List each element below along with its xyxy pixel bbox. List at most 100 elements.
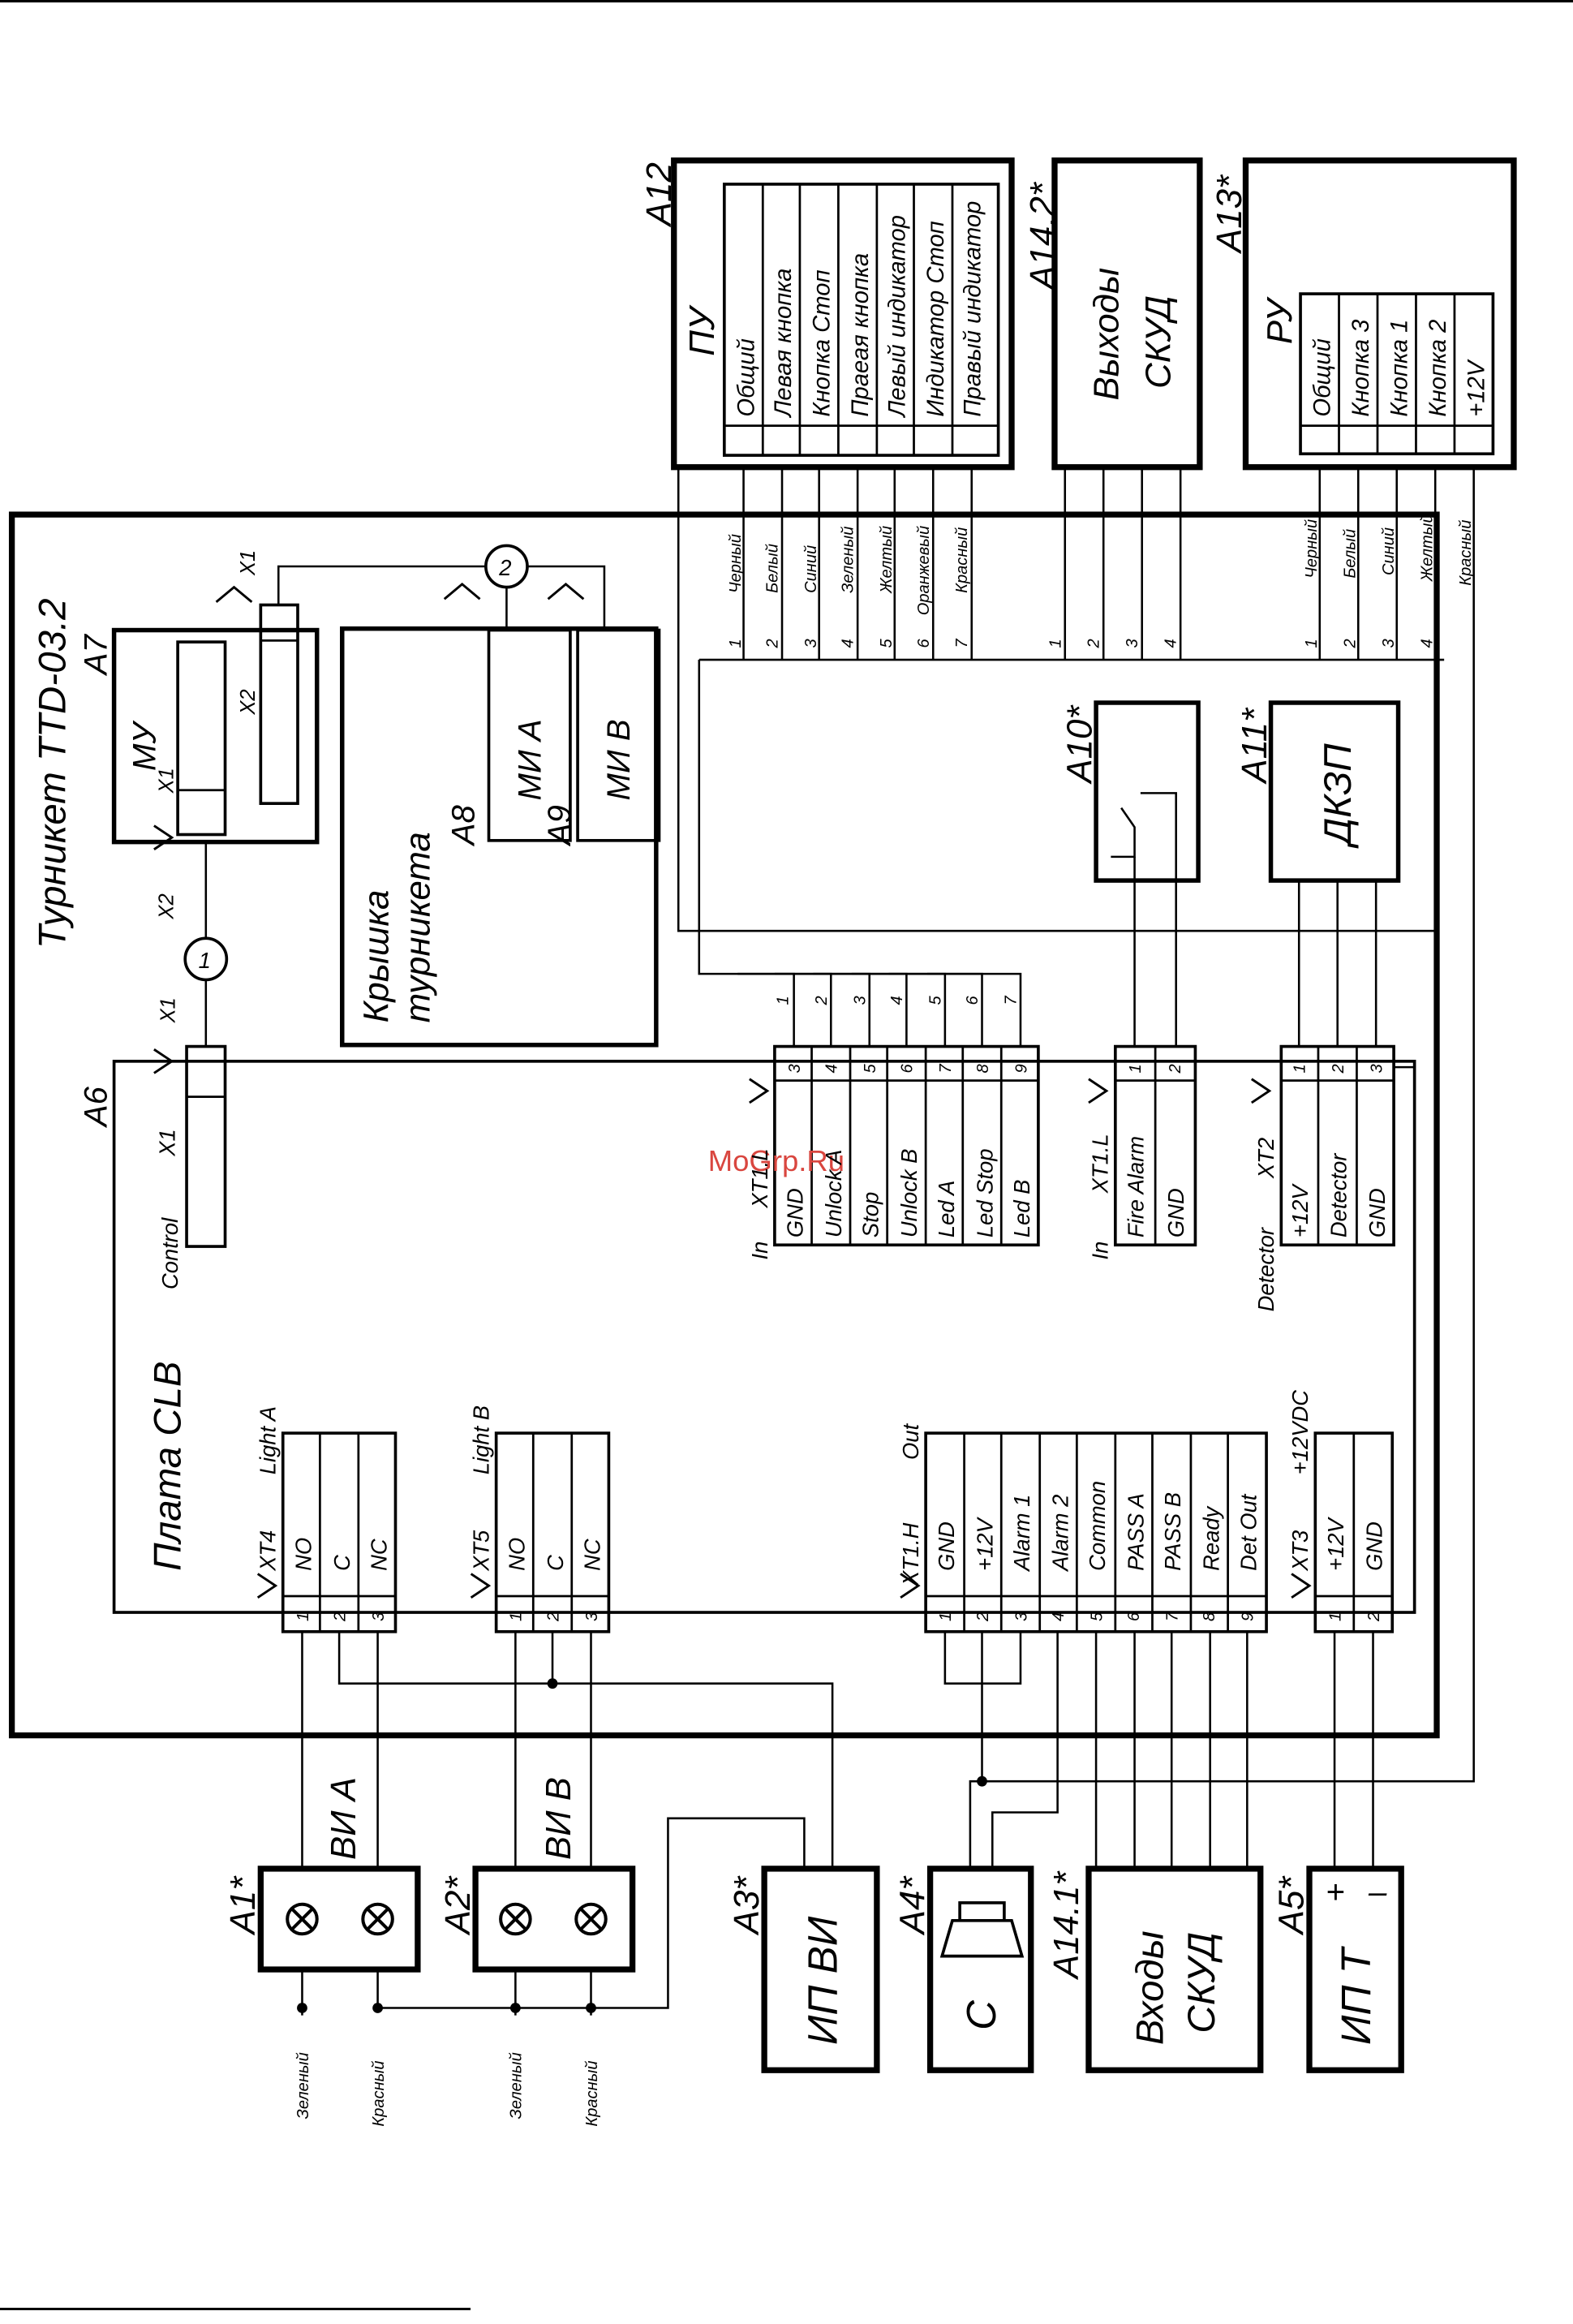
xt1l-a-pin-label: Led Stop xyxy=(972,1149,997,1238)
a11-id: A11* xyxy=(1235,707,1274,785)
mi-b-box xyxy=(576,628,661,842)
xt4-pin-num: 3 xyxy=(370,1612,388,1621)
skud-out-num: 1 xyxy=(1047,639,1064,648)
footnote-rule xyxy=(0,2308,471,2310)
junction-dot xyxy=(547,1678,558,1689)
xt1l-b-pin-label: GND xyxy=(1163,1188,1188,1237)
xt4-block xyxy=(281,1431,398,1633)
mu-x1-label: X1 xyxy=(156,768,178,794)
a2-title: ВИ В xyxy=(539,1777,578,1860)
mu-title: МУ xyxy=(127,721,163,771)
xt5-pin-label: NO xyxy=(504,1538,529,1571)
xt1h-pin-num: 4 xyxy=(1050,1612,1068,1621)
ru-row: Кнопка 3 xyxy=(1348,320,1374,417)
xt1h-pin-label: GND xyxy=(934,1521,959,1571)
xt1h-pin-label: Alarm 1 xyxy=(1009,1495,1034,1573)
xt5-group: Light B xyxy=(469,1405,494,1474)
xt5-pin-label: NC xyxy=(579,1539,604,1571)
speaker-icon xyxy=(939,1901,1025,1958)
pu-table xyxy=(722,183,1000,457)
pu-wire-color: Желтый xyxy=(878,526,896,594)
ru-wire-num: 1 xyxy=(1303,639,1321,648)
a14-1-id: A14.1* xyxy=(1047,1870,1086,1981)
skud-out-line2: СКУД xyxy=(1138,295,1178,389)
mu-box xyxy=(111,627,320,845)
pu-wire-num: 3 xyxy=(802,639,820,648)
ru-title: РУ xyxy=(1260,296,1300,344)
pu-wire-num: 4 xyxy=(840,639,857,648)
a3-box xyxy=(761,1866,880,2073)
xt1l-a-pin-label: Stop xyxy=(858,1192,883,1237)
pu-title: ПУ xyxy=(682,304,722,356)
connector-arrow-icon xyxy=(547,583,585,600)
mu-x2-label: X2 xyxy=(237,689,260,715)
xt1l-a-pin-label: GND xyxy=(783,1188,808,1237)
xt4-pin-num: 1 xyxy=(294,1612,312,1621)
a14-1-box xyxy=(1085,1866,1264,2073)
a4-box xyxy=(926,1866,1034,2073)
xt1h-pin-label: PASS A xyxy=(1124,1493,1149,1571)
pu-wire-color: Зеленый xyxy=(840,527,857,593)
ru-row: Общий xyxy=(1310,338,1336,416)
xt1h-name: XT1.H xyxy=(898,1522,923,1586)
xt1l-a-pin-num: 4 xyxy=(823,1064,841,1073)
mi-a-id: A8 xyxy=(445,804,481,846)
xt1h-pin-label: Common xyxy=(1085,1481,1110,1571)
xt5-name: XT5 xyxy=(469,1530,494,1572)
node-2 xyxy=(484,544,529,589)
xt1h-pin-label: +12V xyxy=(972,1516,997,1570)
a10-id: A10* xyxy=(1060,704,1100,785)
xt1l-a-pin-label: Unlock B xyxy=(896,1149,922,1238)
pu-row: Левая кнопка xyxy=(771,269,797,419)
a2-box xyxy=(472,1866,636,1973)
xt1l-a-pin-label: Led B xyxy=(1009,1180,1034,1238)
a5-minus: – xyxy=(1368,1874,1387,1910)
ru-id: A13* xyxy=(1210,174,1249,255)
a5-plus: + xyxy=(1326,1874,1344,1910)
xt3-name: XT3 xyxy=(1287,1530,1313,1572)
xt5-block xyxy=(494,1431,611,1633)
xt1h-pin-num: 8 xyxy=(1201,1612,1218,1621)
xt3-pin-label: GND xyxy=(1361,1521,1386,1571)
lamp-icon xyxy=(574,1902,608,1936)
xt1l-b-group: In xyxy=(1088,1242,1113,1260)
ru-wire-color: Желтый xyxy=(1419,514,1437,582)
xt4-group: Light A xyxy=(256,1406,281,1474)
xt1l-a-pin-label: Unlock A xyxy=(821,1150,846,1238)
xt1h-pin-num: 7 xyxy=(1164,1612,1182,1621)
a14-1-line1: Входы xyxy=(1128,1930,1171,2045)
ru-wire-color: Белый xyxy=(1342,529,1360,579)
xt2-group: Detector xyxy=(1253,1226,1279,1311)
top-rule xyxy=(0,0,1573,2)
node-1 xyxy=(183,936,229,982)
pu-row: Общий xyxy=(733,338,759,416)
mi-b-title: МИ В xyxy=(600,719,637,800)
board-title: Плата CLB xyxy=(147,1361,190,1571)
xt1l-a-pin-num: 6 xyxy=(899,1063,917,1073)
xt2-pin-label: +12V xyxy=(1287,1183,1313,1237)
node-1-label: 1 xyxy=(199,948,211,973)
ru-wire-num: 4 xyxy=(1419,639,1437,648)
mu-connector-x2 xyxy=(259,603,299,805)
pu-wire-color: Белый xyxy=(764,544,782,593)
junction-dot xyxy=(509,2003,521,2013)
xt4-name: XT4 xyxy=(256,1530,281,1572)
xt1l-a-wire-num: 3 xyxy=(851,996,869,1005)
xt1h-pin-num: 1 xyxy=(937,1612,955,1621)
xt5-pin-num: 2 xyxy=(544,1612,562,1622)
mi-a-title: МИ А xyxy=(511,719,548,800)
junction-dot xyxy=(977,1775,987,1787)
board-control-label: Control xyxy=(157,1217,183,1289)
xt1h-pin-label: Alarm 2 xyxy=(1047,1495,1072,1573)
connector-arrow-icon xyxy=(1088,1078,1109,1104)
skud-out-id: A14.2* xyxy=(1023,181,1063,291)
xt3-pin-num: 2 xyxy=(1365,1612,1383,1622)
pu-wire-num: 6 xyxy=(915,638,933,648)
connector-arrow-icon xyxy=(153,1048,174,1074)
xt1h-pin-num: 9 xyxy=(1240,1612,1257,1621)
xt1l-a-wire-num: 2 xyxy=(813,996,831,1005)
board-x1-label: X1 xyxy=(154,1129,179,1156)
connector-arrow-icon xyxy=(1291,1573,1312,1599)
xt1h-group: Out xyxy=(898,1422,923,1460)
lamp-wire-color: Зеленый xyxy=(294,2052,312,2119)
